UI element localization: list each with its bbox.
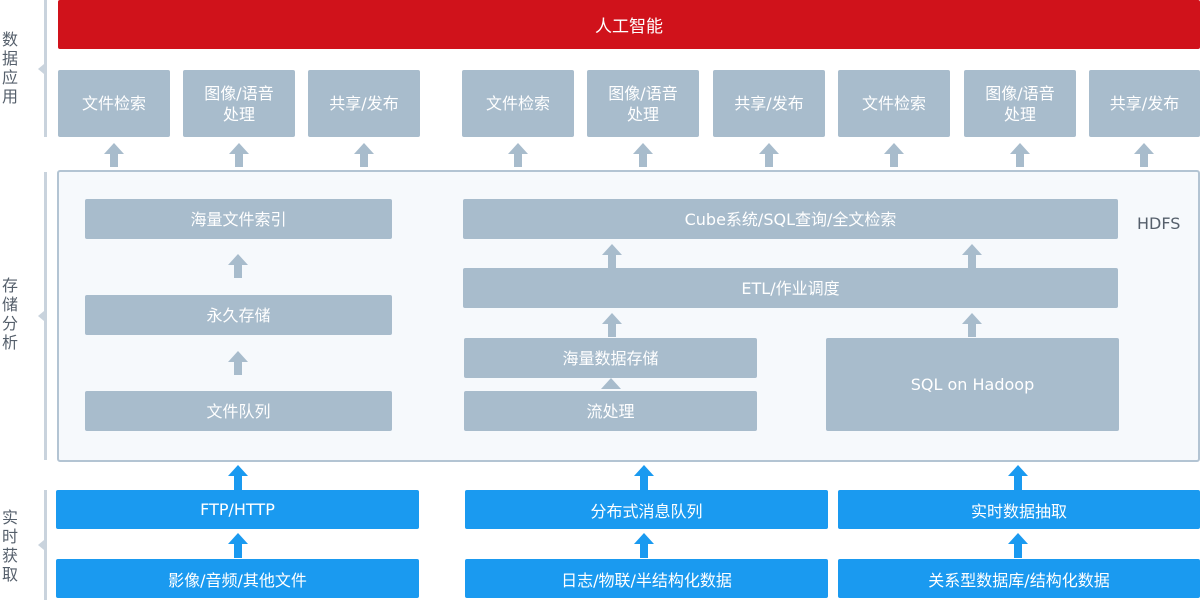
up-arrow-storage-to-etl bbox=[602, 313, 622, 337]
ai-banner: 人工智能 bbox=[58, 0, 1200, 49]
distributed-mq-box: 分布式消息队列 bbox=[465, 490, 828, 529]
app-box-image-voice-3-label: 图像/语音处理 bbox=[985, 83, 1055, 124]
app-box-image-voice-2-label: 图像/语音处理 bbox=[608, 83, 678, 124]
etl-scheduling-box: ETL/作业调度 bbox=[463, 268, 1118, 308]
side-line-acquisition bbox=[44, 490, 47, 600]
side-caret-acquisition bbox=[38, 540, 44, 550]
side-label-acquisition: 实时获取 bbox=[1, 508, 18, 584]
relational-db-box: 关系型数据库/结构化数据 bbox=[838, 559, 1200, 598]
side-caret-application bbox=[38, 64, 44, 74]
app-box-image-voice-1-label: 图像/语音处理 bbox=[204, 83, 274, 124]
cube-sql-search-box: Cube系统/SQL查询/全文检索 bbox=[463, 199, 1118, 239]
app-box-share-publish-3: 共享/发布 bbox=[1089, 70, 1200, 137]
mass-data-storage-box: 海量数据存储 bbox=[464, 338, 757, 378]
logs-iot-box: 日志/物联/半结构化数据 bbox=[465, 559, 828, 598]
up-arrow-persistent-to-index bbox=[228, 254, 248, 278]
up-arrow-app-9 bbox=[1134, 143, 1154, 167]
up-arrow-app-6 bbox=[759, 143, 779, 167]
mass-file-index-box: 海量文件索引 bbox=[85, 199, 392, 239]
sql-on-hadoop-box: SQL on Hadoop bbox=[826, 338, 1119, 431]
up-arrow-hadoop-to-etl bbox=[962, 313, 982, 337]
up-arrow-extract-to-storage bbox=[1008, 465, 1028, 490]
up-arrow-ftp-to-storage bbox=[228, 465, 248, 490]
up-arrow-app-1 bbox=[104, 143, 124, 167]
up-arrow-app-5 bbox=[633, 143, 653, 167]
up-arrow-mq-to-storage bbox=[634, 465, 654, 490]
app-box-share-publish-2: 共享/发布 bbox=[713, 70, 825, 137]
side-label-application: 数据应用 bbox=[1, 30, 18, 106]
up-arrow-etl-left bbox=[602, 244, 622, 268]
app-box-image-voice-1: 图像/语音处理 bbox=[183, 70, 295, 137]
side-line-application bbox=[44, 0, 47, 137]
file-queue-box: 文件队列 bbox=[85, 391, 392, 431]
up-arrow-etl-right bbox=[962, 244, 982, 268]
ftp-http-box: FTP/HTTP bbox=[56, 490, 419, 529]
up-arrow-queue-to-persistent bbox=[228, 351, 248, 375]
app-box-image-voice-2: 图像/语音处理 bbox=[587, 70, 699, 137]
side-line-storage bbox=[44, 172, 47, 460]
app-box-share-publish-1: 共享/发布 bbox=[308, 70, 420, 137]
stream-processing-box: 流处理 bbox=[464, 391, 757, 431]
app-box-file-search-3: 文件检索 bbox=[838, 70, 950, 137]
persistent-storage-box: 永久存储 bbox=[85, 295, 392, 335]
side-caret-storage bbox=[38, 311, 44, 321]
up-arrow-app-8 bbox=[1010, 143, 1030, 167]
app-box-file-search-2: 文件检索 bbox=[462, 70, 574, 137]
realtime-extract-box: 实时数据抽取 bbox=[838, 490, 1200, 529]
up-arrow-logs-to-mq bbox=[634, 533, 654, 558]
hdfs-label: HDFS bbox=[1137, 214, 1181, 233]
up-arrow-app-7 bbox=[884, 143, 904, 167]
up-arrow-app-3 bbox=[354, 143, 374, 167]
stream-to-storage-caret bbox=[601, 378, 621, 389]
up-arrow-app-4 bbox=[508, 143, 528, 167]
media-files-box: 影像/音频/其他文件 bbox=[56, 559, 419, 598]
app-box-image-voice-3: 图像/语音处理 bbox=[964, 70, 1076, 137]
app-box-file-search-1: 文件检索 bbox=[58, 70, 170, 137]
up-arrow-files-to-ftp bbox=[228, 533, 248, 558]
side-label-storage: 存储分析 bbox=[1, 276, 18, 352]
up-arrow-db-to-extract bbox=[1008, 533, 1028, 558]
up-arrow-app-2 bbox=[229, 143, 249, 167]
